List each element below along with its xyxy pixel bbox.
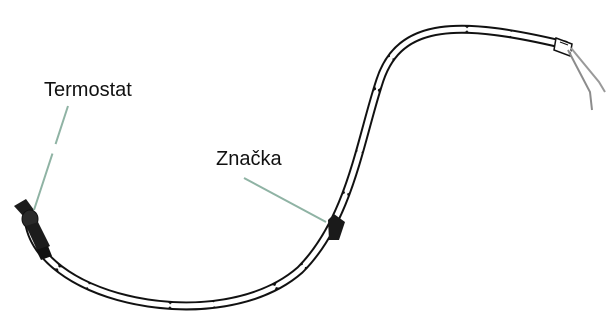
marker-band xyxy=(328,214,345,240)
cable-outline xyxy=(23,24,570,311)
cable-highlight xyxy=(27,28,566,307)
thermostat-body xyxy=(14,199,52,260)
thermostat-leader-line xyxy=(33,105,69,211)
marker-leader-line xyxy=(243,177,327,223)
heating-cable xyxy=(23,24,570,311)
thermostat-label: Termostat xyxy=(44,79,132,101)
cable-end-connector xyxy=(553,36,573,58)
cable-core xyxy=(25,26,568,309)
lead-wires xyxy=(567,47,606,111)
marker-label: Značka xyxy=(216,148,282,170)
leader-lines xyxy=(33,105,327,223)
